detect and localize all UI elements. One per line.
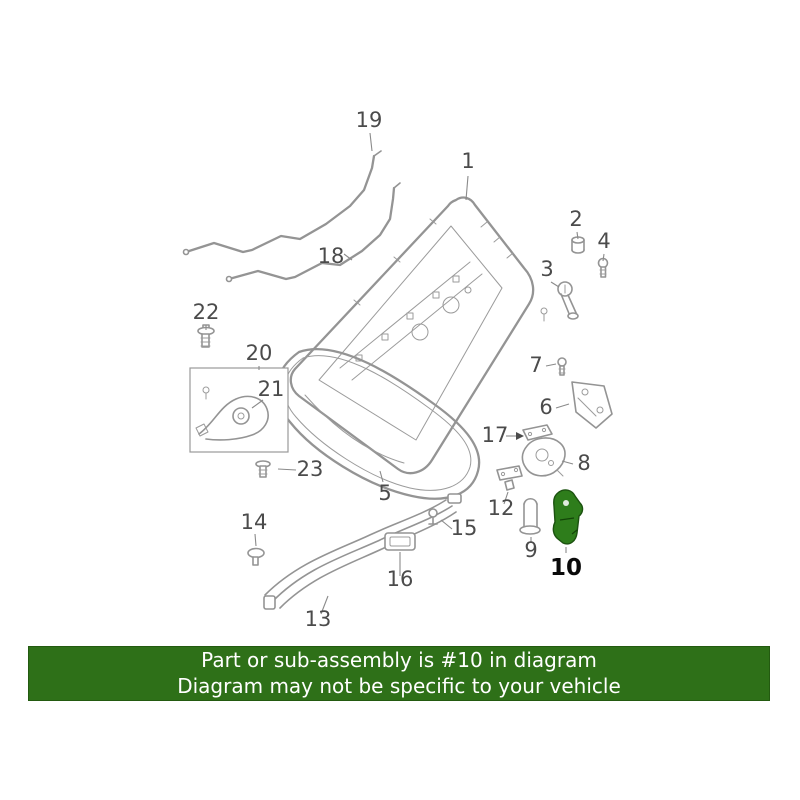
part-1-trunk-lid bbox=[289, 196, 535, 475]
callout-20: 20 bbox=[246, 341, 273, 365]
callout-16: 16 bbox=[387, 567, 414, 591]
part-10-highlighted-bracket bbox=[552, 489, 584, 545]
callout-labels: 19 18 1 2 4 3 22 20 21 7 6 17 8 5 23 12 … bbox=[193, 108, 611, 631]
part-10-shape bbox=[552, 489, 584, 545]
part-21-hinge-assembly-box bbox=[189, 367, 289, 453]
callout-6: 6 bbox=[539, 395, 552, 419]
part-8-latch-assembly bbox=[521, 437, 566, 477]
part-18-weatherstrip-rod bbox=[225, 182, 401, 283]
callout-3: 3 bbox=[540, 257, 553, 281]
banner-line2: Diagram may not be specific to your vehi… bbox=[177, 674, 621, 698]
callout-8: 8 bbox=[577, 451, 590, 475]
part-3-lock-cylinder bbox=[540, 281, 579, 322]
part-23-bolt bbox=[255, 460, 271, 478]
part-16-connector bbox=[384, 532, 416, 551]
highlight-banner: Part or sub-assembly is #10 in diagram D… bbox=[28, 646, 770, 701]
callout-19: 19 bbox=[356, 108, 383, 132]
part-17-bracket bbox=[522, 424, 553, 441]
part-14-grommet bbox=[247, 547, 265, 566]
callout-23: 23 bbox=[297, 457, 324, 481]
banner-line1: Part or sub-assembly is #10 in diagram bbox=[201, 648, 597, 672]
part-9-striker bbox=[519, 497, 541, 535]
part-7-bolt bbox=[557, 357, 567, 376]
part-15-clip bbox=[428, 508, 438, 525]
callout-1: 1 bbox=[461, 149, 474, 173]
callout-17: 17 bbox=[482, 423, 509, 447]
callout-5: 5 bbox=[378, 481, 391, 505]
callout-18: 18 bbox=[318, 244, 345, 268]
part-2-bumper bbox=[571, 236, 585, 254]
callout-15: 15 bbox=[451, 516, 478, 540]
callout-2: 2 bbox=[569, 207, 582, 231]
callout-12: 12 bbox=[488, 496, 515, 520]
callout-10-highlighted: 10 bbox=[550, 555, 582, 581]
callout-22: 22 bbox=[193, 300, 220, 324]
callout-4: 4 bbox=[597, 229, 610, 253]
part-12-bracket bbox=[496, 465, 523, 491]
callout-13: 13 bbox=[305, 607, 332, 631]
callout-21: 21 bbox=[258, 377, 285, 401]
callout-leader-lines bbox=[205, 132, 605, 615]
part-13-wiring-harness bbox=[263, 493, 462, 610]
part-6-hinge-bracket bbox=[571, 381, 613, 429]
callout-7: 7 bbox=[529, 353, 542, 377]
part-4-bolt bbox=[597, 257, 609, 278]
callout-14: 14 bbox=[241, 510, 268, 534]
part-19-weatherstrip-rod bbox=[182, 150, 382, 256]
callout-9: 9 bbox=[524, 538, 537, 562]
